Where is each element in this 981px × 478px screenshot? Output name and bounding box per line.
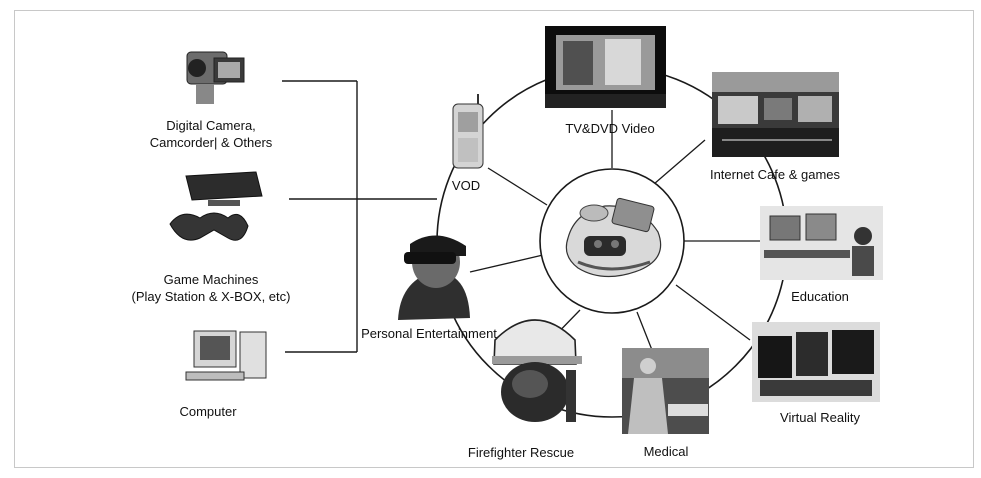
firefighter-helmet-photo (492, 319, 582, 422)
spoke-vod (487, 167, 548, 206)
spoke-medical (636, 311, 653, 351)
app-label-tv-dvd: TV&DVD Video (565, 121, 655, 136)
app-label-personal-entertainment: Personal Entertainment (361, 326, 497, 341)
classroom-photo (760, 206, 883, 280)
device-label-camera: Digital Camera, Camcorder| & Others (118, 117, 304, 151)
spoke-personal-entertainment (469, 254, 544, 273)
device-label-camera-line2: Camcorder| & Others (149, 135, 273, 150)
device-label-computer: Computer (179, 404, 237, 419)
app-label-virtual-reality: Virtual Reality (780, 410, 860, 425)
mobile-phone-photo (452, 94, 484, 169)
device-label-game: Game Machines (Play Station & X-BOX, etc… (108, 271, 314, 305)
game-console-icon (169, 171, 263, 241)
internet-cafe-photo (712, 72, 839, 157)
hmd-user-photo (398, 235, 470, 320)
vr-monitors-photo (752, 322, 880, 402)
device-label-camera-line1: Digital Camera, (166, 118, 256, 133)
app-label-vod: VOD (451, 178, 481, 193)
device-label-game-line2: (Play Station & X-BOX, etc) (131, 289, 291, 304)
head-mounted-display-photo (565, 197, 662, 278)
camcorder-icon (186, 51, 245, 104)
app-label-education: Education (791, 289, 849, 304)
figure-frame (14, 10, 974, 468)
spoke-internet-cafe (653, 139, 706, 185)
app-label-medical: Medical (643, 444, 689, 459)
device-label-game-line1: Game Machines (163, 272, 259, 287)
tv-screen-photo (545, 26, 666, 108)
app-label-firefighter: Firefighter Rescue (467, 445, 575, 460)
surgeon-photo (622, 348, 709, 434)
spoke-virtual-reality (675, 284, 751, 341)
device-bracket (282, 80, 437, 353)
app-label-internet-cafe: Internet Cafe & games (709, 167, 841, 182)
computer-icon (185, 330, 267, 381)
